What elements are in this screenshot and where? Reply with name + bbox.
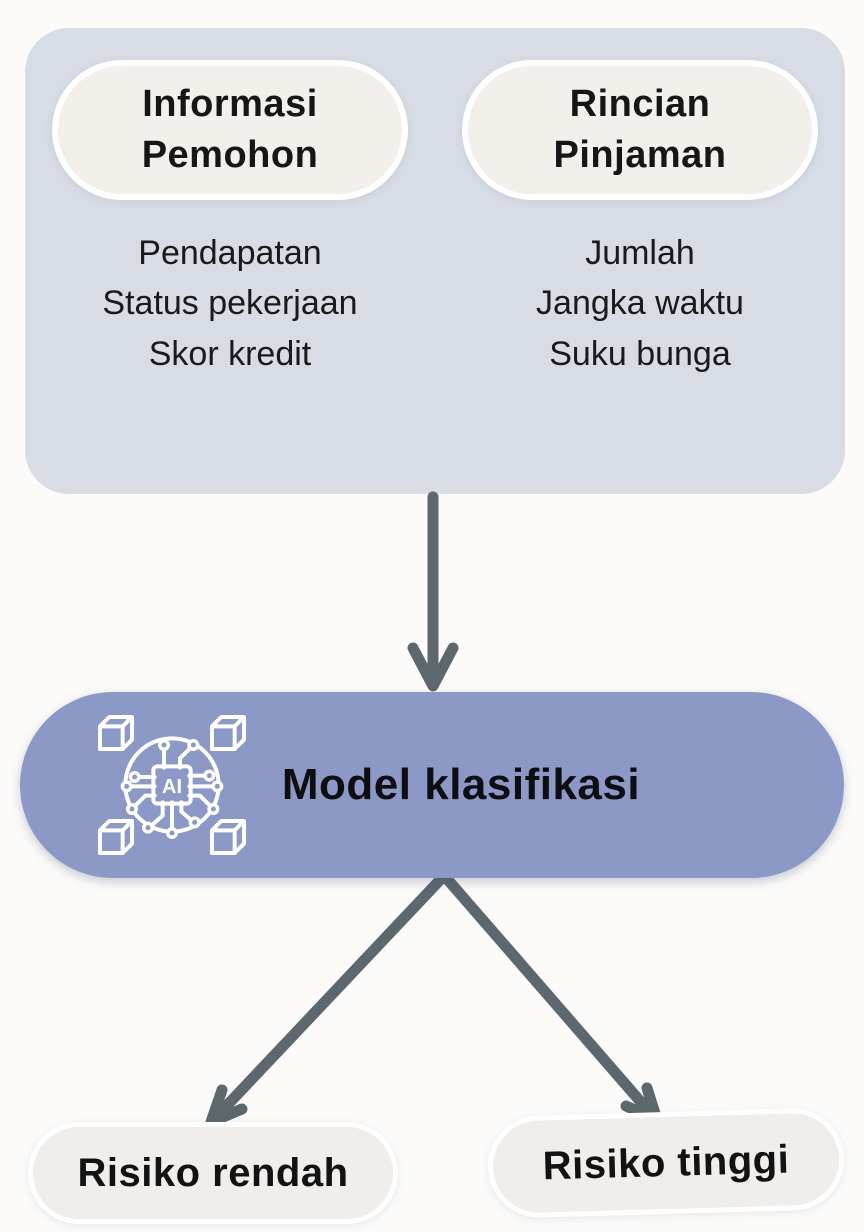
ai-chip-label: AI — [162, 776, 182, 798]
applicant-info-group: Informasi Pemohon Pendapatan Status peke… — [25, 28, 435, 494]
low-risk-label: Risiko rendah — [77, 1150, 349, 1195]
model-node: AI Model klasifikasi — [20, 692, 844, 878]
list-item: Pendapatan — [138, 234, 322, 272]
list-item: Jumlah — [585, 234, 695, 272]
applicant-info-list: Pendapatan Status pekerjaan Skor kredit — [102, 228, 357, 379]
arrow-inputs-to-model — [407, 491, 459, 692]
loan-details-title-line2: Pinjaman — [553, 134, 727, 176]
high-risk-label: Risiko tinggi — [542, 1137, 790, 1188]
arrow-model-to-low-risk — [205, 874, 446, 1128]
list-item: Suku bunga — [549, 334, 731, 373]
loan-details-group: Rincian Pinjaman Jumlah Jangka waktu Suk… — [435, 28, 845, 494]
high-risk-node: Risiko tinggi — [486, 1107, 846, 1219]
list-item: Jangka waktu — [536, 284, 744, 323]
applicant-info-title-line2: Pemohon — [141, 134, 319, 176]
model-label: Model klasifikasi — [281, 760, 641, 809]
loan-details-title-line1: Rincian — [569, 83, 711, 126]
loan-details-list: Jumlah Jangka waktu Suku bunga — [536, 228, 744, 379]
list-item: Skor kredit — [148, 334, 312, 373]
applicant-info-title-line1: Informasi — [142, 83, 318, 126]
inputs-panel: Informasi Pemohon Pendapatan Status peke… — [25, 28, 845, 494]
ai-chip-icon: AI — [98, 715, 246, 855]
applicant-info-header: Informasi Pemohon — [52, 60, 408, 200]
arrow-model-to-high-risk — [442, 874, 663, 1126]
list-item: Status pekerjaan — [102, 284, 358, 323]
low-risk-node: Risiko rendah — [28, 1122, 398, 1224]
loan-details-header: Rincian Pinjaman — [462, 60, 818, 200]
